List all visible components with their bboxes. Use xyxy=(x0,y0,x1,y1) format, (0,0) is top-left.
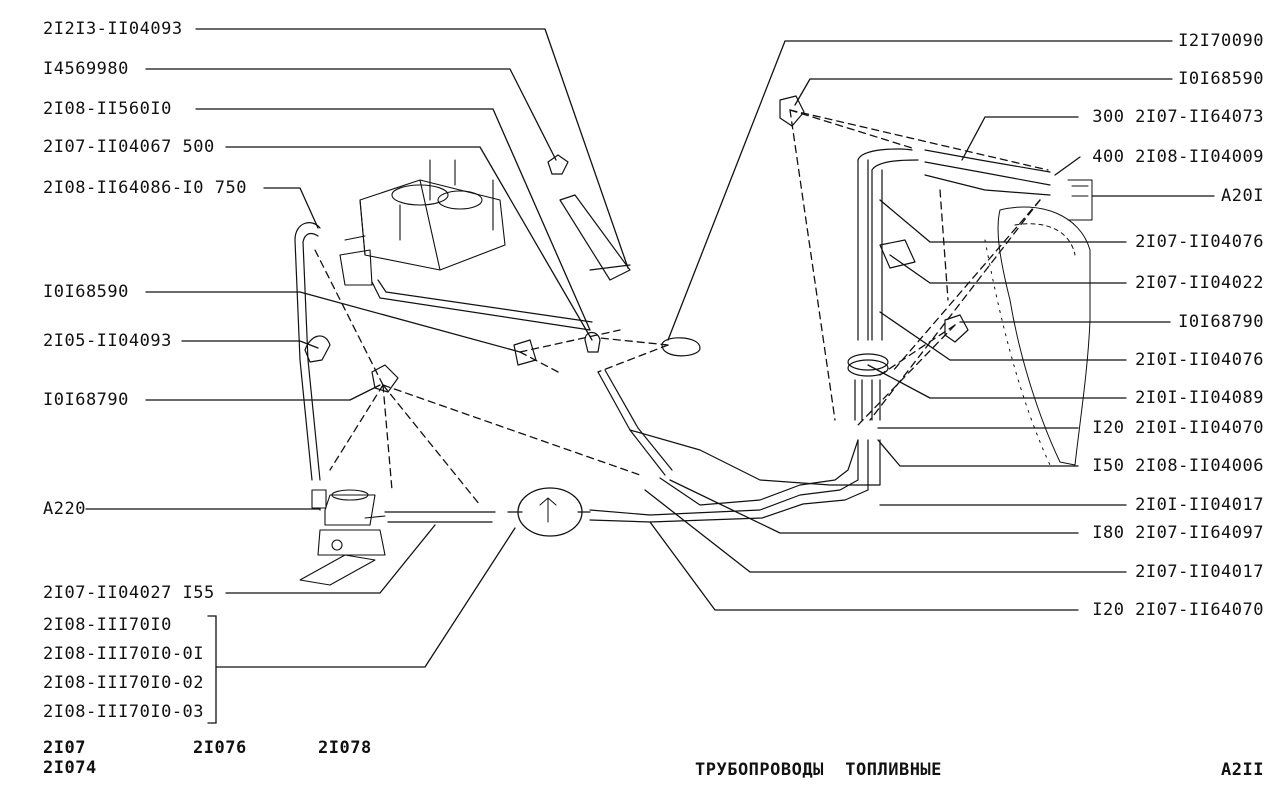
part-label: 2I08-II64086-I0 750 xyxy=(43,178,247,198)
page-code: A2II xyxy=(1221,760,1264,780)
model-code: 2I07 xyxy=(43,738,86,758)
part-label: 2I08-III70I0-03 xyxy=(43,702,205,722)
part-label: 2I07-II04017 xyxy=(1135,562,1264,582)
part-label: I20 2I0I-II04070 xyxy=(1092,418,1264,438)
model-code: 2I078 xyxy=(318,738,372,758)
fuel-filter xyxy=(507,487,591,537)
leader-lines-left xyxy=(85,28,629,724)
part-label: 400 2I08-II04009 xyxy=(1092,147,1264,167)
fuel-tank xyxy=(984,179,1093,466)
part-label: I0I68790 xyxy=(1178,312,1264,332)
fuel-pipes xyxy=(294,148,1051,523)
model-code: 2I076 xyxy=(193,738,247,758)
part-label: 300 2I07-II64073 xyxy=(1092,107,1264,127)
part-label: I4569980 xyxy=(43,59,129,79)
part-label: 2I07-II04027 I55 xyxy=(43,583,215,603)
part-label: 2I08-III70I0-02 xyxy=(43,673,205,693)
small-parts xyxy=(304,95,969,393)
part-label: 2I08-II560I0 xyxy=(43,99,172,119)
part-label: 2I07-II04022 xyxy=(1135,273,1264,293)
part-label: 2I08-III70I0-0I xyxy=(43,644,205,664)
part-label: 2I07-II04076 xyxy=(1135,232,1264,252)
dashed-arrows xyxy=(314,109,1049,506)
part-label: I0I68590 xyxy=(43,282,129,302)
part-label: I20 2I07-II64070 xyxy=(1092,600,1264,620)
part-label: I2I70090 xyxy=(1178,31,1264,51)
part-label: 2I0I-II04089 xyxy=(1135,388,1264,408)
page-title: ТРУБОПРОВОДЫ ТОПЛИВНЫЕ xyxy=(695,760,942,780)
carburetor xyxy=(339,159,506,286)
part-label: 2I0I-II04076 xyxy=(1135,350,1264,370)
part-label: A220 xyxy=(43,499,86,519)
part-label: 2I0I-II04017 xyxy=(1135,495,1264,515)
part-label: I50 2I08-II04006 xyxy=(1092,456,1264,476)
model-code: 2I074 xyxy=(43,758,97,778)
part-label: I0I68790 xyxy=(43,390,129,410)
part-label: I0I68590 xyxy=(1178,69,1264,89)
part-label: 2I08-III70I0 xyxy=(43,615,172,635)
part-label: I80 2I07-II64097 xyxy=(1092,523,1264,543)
fuel-pump xyxy=(299,489,386,586)
part-label: 2I07-II04067 500 xyxy=(43,137,215,157)
leader-lines-right xyxy=(644,40,1215,611)
part-label: 2I2I3-II04093 xyxy=(43,19,183,39)
part-label: A20I xyxy=(1221,186,1264,206)
part-label: 2I05-II04093 xyxy=(43,331,172,351)
